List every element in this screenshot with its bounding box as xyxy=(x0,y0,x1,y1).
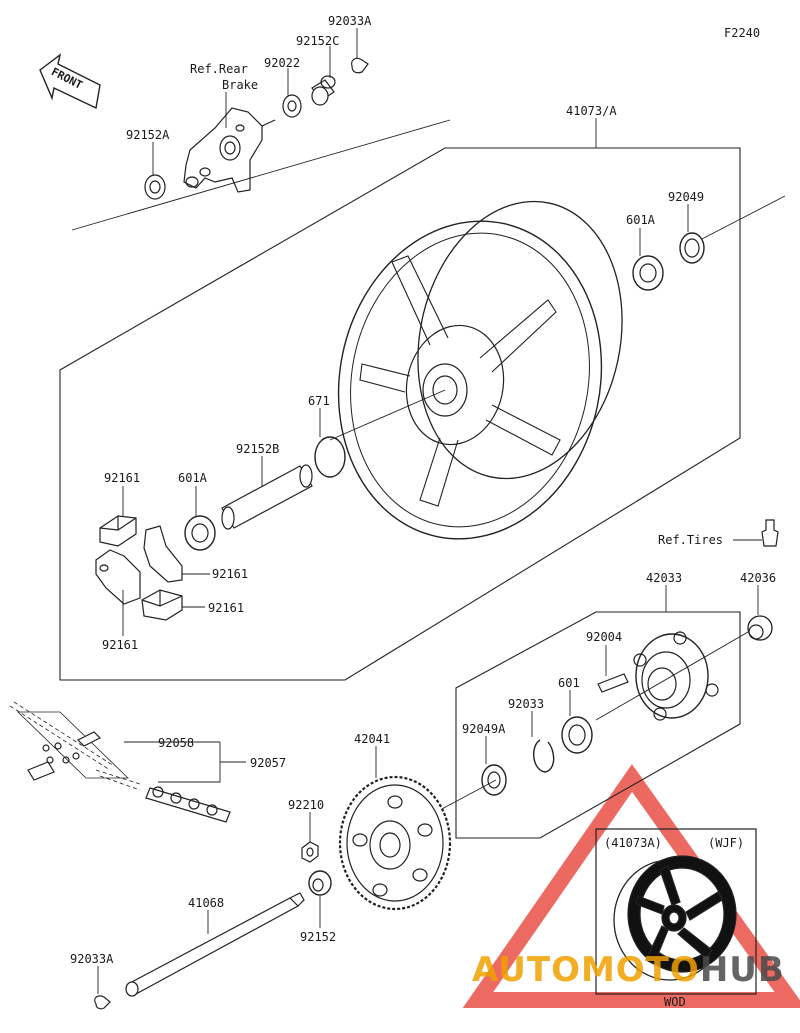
sprocket-42041 xyxy=(338,775,452,911)
axis-line-upper xyxy=(71,119,451,231)
coupling-42033 xyxy=(633,631,719,721)
bearing-601a-right xyxy=(632,255,664,291)
coupling-frame xyxy=(455,611,741,839)
watermark-brand-b: HUB xyxy=(699,950,785,990)
label-92058: 92058 xyxy=(158,736,195,750)
inset-part-label: (41073A) xyxy=(604,836,662,850)
label-92161-c: 92161 xyxy=(208,601,245,615)
damper-92161-d xyxy=(141,589,183,621)
chain-joint-92058 xyxy=(9,701,129,781)
circlip-92033 xyxy=(533,739,555,773)
label-92210: 92210 xyxy=(288,798,325,812)
label-92161-a: 92161 xyxy=(104,471,141,485)
label-92152: 92152 xyxy=(300,930,337,944)
label-92152b: 92152B xyxy=(236,442,280,456)
label-92049a: 92049A xyxy=(462,722,506,736)
collar-92152 xyxy=(308,870,332,896)
label-601a-right: 601A xyxy=(626,213,655,227)
axis-line-coupling xyxy=(595,631,749,721)
label-ref-brake: Brake xyxy=(222,78,259,92)
circlip-92033a-top xyxy=(351,57,369,74)
bearing-601a-left xyxy=(184,515,216,551)
label-92033a-bottom: 92033A xyxy=(70,952,114,966)
label-92004: 92004 xyxy=(586,630,623,644)
o-ring-671 xyxy=(314,436,346,478)
inset-frame xyxy=(595,828,757,995)
label-41068: 41068 xyxy=(188,896,225,910)
collar-42036 xyxy=(747,615,773,641)
label-92152c: 92152C xyxy=(296,34,340,48)
watermark-brand-a: AUTOMOTO xyxy=(472,950,700,990)
watermark-text: AUTOMOTOHUB xyxy=(472,950,785,990)
label-92033: 92033 xyxy=(508,697,545,711)
label-92033a-top: 92033A xyxy=(328,14,372,28)
axis-line-wheel xyxy=(329,389,446,441)
damper-92161-c xyxy=(95,549,141,605)
label-ref-tires: Ref.Tires xyxy=(658,533,724,547)
damper-92161-a xyxy=(99,515,137,547)
wheel-assembly-frame xyxy=(59,147,741,681)
label-601a-left: 601A xyxy=(178,471,207,485)
stud-92004 xyxy=(597,673,629,693)
rear-brake-bracket xyxy=(183,107,276,193)
front-arrow-icon xyxy=(39,53,101,110)
nut-92210 xyxy=(301,841,319,863)
label-92057: 92057 xyxy=(250,756,287,770)
diagram-code: F2240 xyxy=(724,26,761,40)
label-42033: 42033 xyxy=(646,571,683,585)
inset-wheel xyxy=(613,855,737,981)
tire-valve xyxy=(761,519,779,547)
washer-92022 xyxy=(282,94,302,118)
collar-92152a xyxy=(144,174,166,200)
collar-92152c xyxy=(311,75,336,106)
inset-variant-label: (WJF) xyxy=(708,836,745,850)
label-92022: 92022 xyxy=(264,56,301,70)
label-92161-d: 92161 xyxy=(102,638,139,652)
axis-line-right xyxy=(699,195,786,241)
rear-wheel xyxy=(337,200,623,540)
label-92049: 92049 xyxy=(668,190,705,204)
label-42041: 42041 xyxy=(354,732,391,746)
label-ref-rear: Ref.Rear xyxy=(190,62,248,76)
bearing-601 xyxy=(561,716,593,754)
inset-color-label: WOD xyxy=(664,995,686,1009)
axis-line-sprocket xyxy=(439,779,497,811)
drive-chain-92057 xyxy=(95,769,231,823)
damper-92161-b xyxy=(143,525,183,583)
circlip-92033a-bottom xyxy=(94,995,111,1010)
label-41073a: 41073/A xyxy=(566,104,617,118)
collar-92152b xyxy=(221,464,313,530)
label-92152a: 92152A xyxy=(126,128,170,142)
axle-41068 xyxy=(125,892,305,997)
label-671: 671 xyxy=(308,394,330,408)
leader-lines xyxy=(97,28,762,994)
label-92161-b: 92161 xyxy=(212,567,249,581)
seal-92049 xyxy=(679,232,705,264)
label-42036: 42036 xyxy=(740,571,777,585)
seal-92049a xyxy=(481,764,507,796)
label-601: 601 xyxy=(558,676,580,690)
